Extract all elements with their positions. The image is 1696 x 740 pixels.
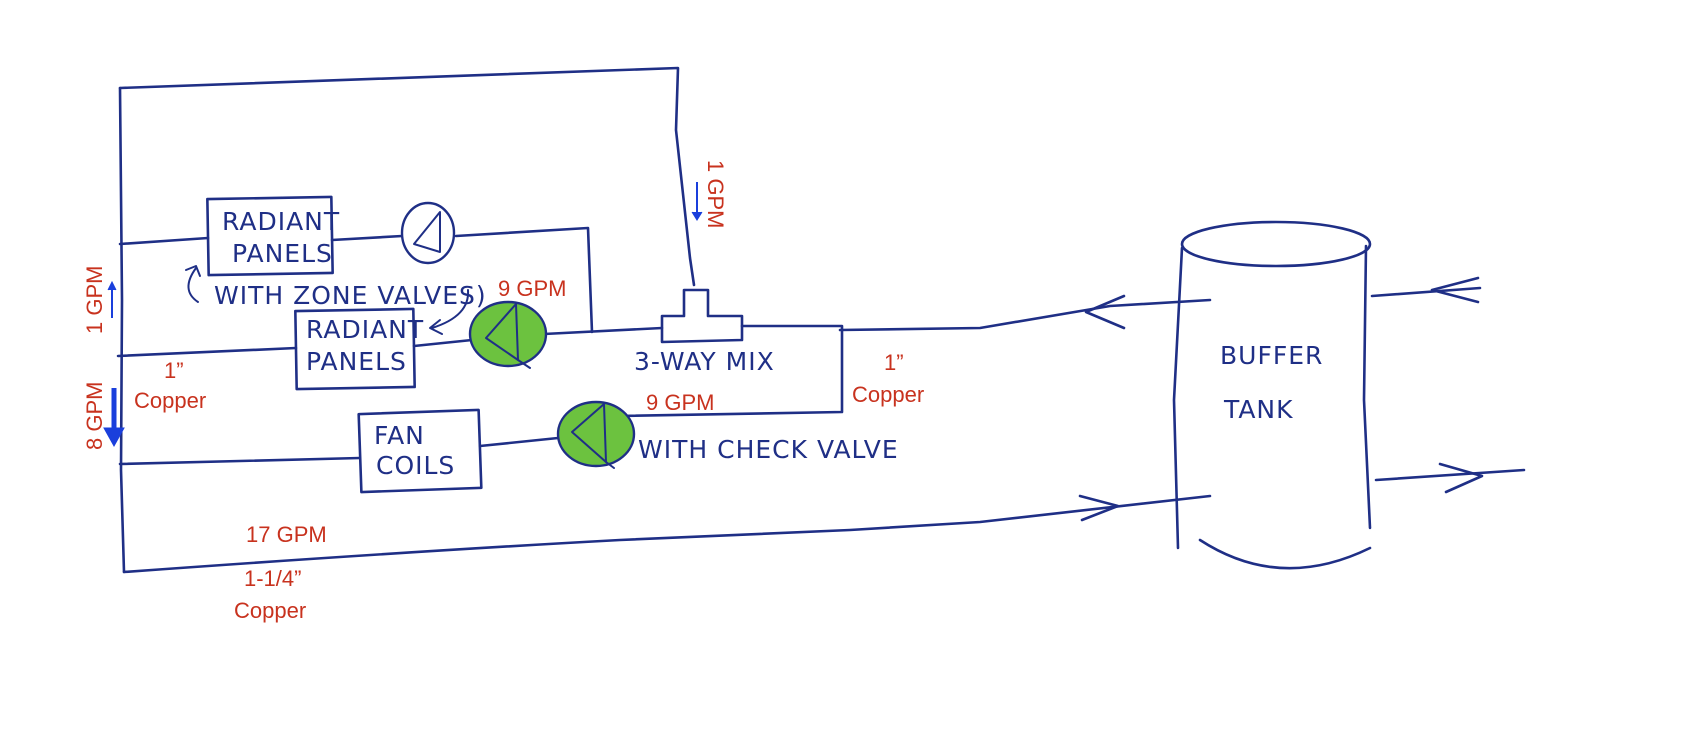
- lower-radiant-panels-box: [294, 307, 416, 391]
- left-down-gpm: 8 GPM: [82, 382, 107, 450]
- left-pipe-material: Copper: [134, 388, 206, 413]
- main-pipe-material: Copper: [234, 598, 306, 623]
- buffer-tank-label-line2: TANK: [1223, 395, 1294, 424]
- upper-radiant-panels-box: [206, 195, 334, 277]
- upper-radiant-branch: [118, 195, 594, 334]
- right-pipe-size: 1”: [884, 350, 904, 375]
- arrow-tank-top-in: [1430, 276, 1480, 304]
- pump-lower-gpm: 9 GPM: [646, 390, 714, 415]
- three-way-mix-valve: [660, 288, 744, 344]
- arrow-zone-lower: [431, 289, 470, 329]
- main-pipe-size: 1-1/4”: [244, 566, 301, 591]
- pump-upper-white: [400, 201, 456, 265]
- buffer-tank-label-line1: BUFFER: [1220, 341, 1323, 370]
- pump-fan-coil-green: [556, 400, 636, 469]
- lower-radiant-label-line2: PANELS: [306, 347, 407, 376]
- arrow-zone-upper: [187, 267, 199, 303]
- lower-radiant-branch: [116, 307, 844, 418]
- arrow-return-left: [1084, 294, 1126, 330]
- pump-upper-gpm: 9 GPM: [498, 276, 566, 301]
- upper-radiant-label-line2: PANELS: [232, 239, 333, 268]
- lower-radiant-label-line1: RADIANT: [306, 315, 424, 344]
- three-way-mix-label: 3-WAY MIX: [634, 347, 775, 376]
- blue-flow-arrows: [103, 182, 703, 448]
- arrow-supply-right: [1078, 494, 1120, 522]
- right-pipe-material: Copper: [852, 382, 924, 407]
- pump-radiant-green: [468, 300, 548, 369]
- outer-loop-piping: [118, 66, 1212, 574]
- flow-arrows: [185, 265, 1484, 522]
- fan-coils-box: [357, 408, 483, 494]
- upper-radiant-label-line1: RADIANT: [222, 207, 340, 236]
- left-up-gpm: 1 GPM: [82, 266, 107, 334]
- fan-coils-label-line2: COILS: [376, 451, 455, 480]
- zone-valves-label: WITH ZONE VALVES): [214, 281, 487, 310]
- left-pipe-size: 1”: [164, 358, 184, 383]
- check-valve-label: WITH CHECK VALVE: [638, 435, 899, 464]
- fan-coils-branch: [118, 408, 560, 494]
- fan-coils-label-line1: FAN: [374, 421, 425, 450]
- arrow-tank-bottom-out: [1438, 462, 1484, 494]
- main-loop-gpm: 17 GPM: [246, 522, 327, 547]
- top-branch-gpm: 1 GPM: [703, 160, 728, 228]
- buffer-tank: [1172, 220, 1526, 570]
